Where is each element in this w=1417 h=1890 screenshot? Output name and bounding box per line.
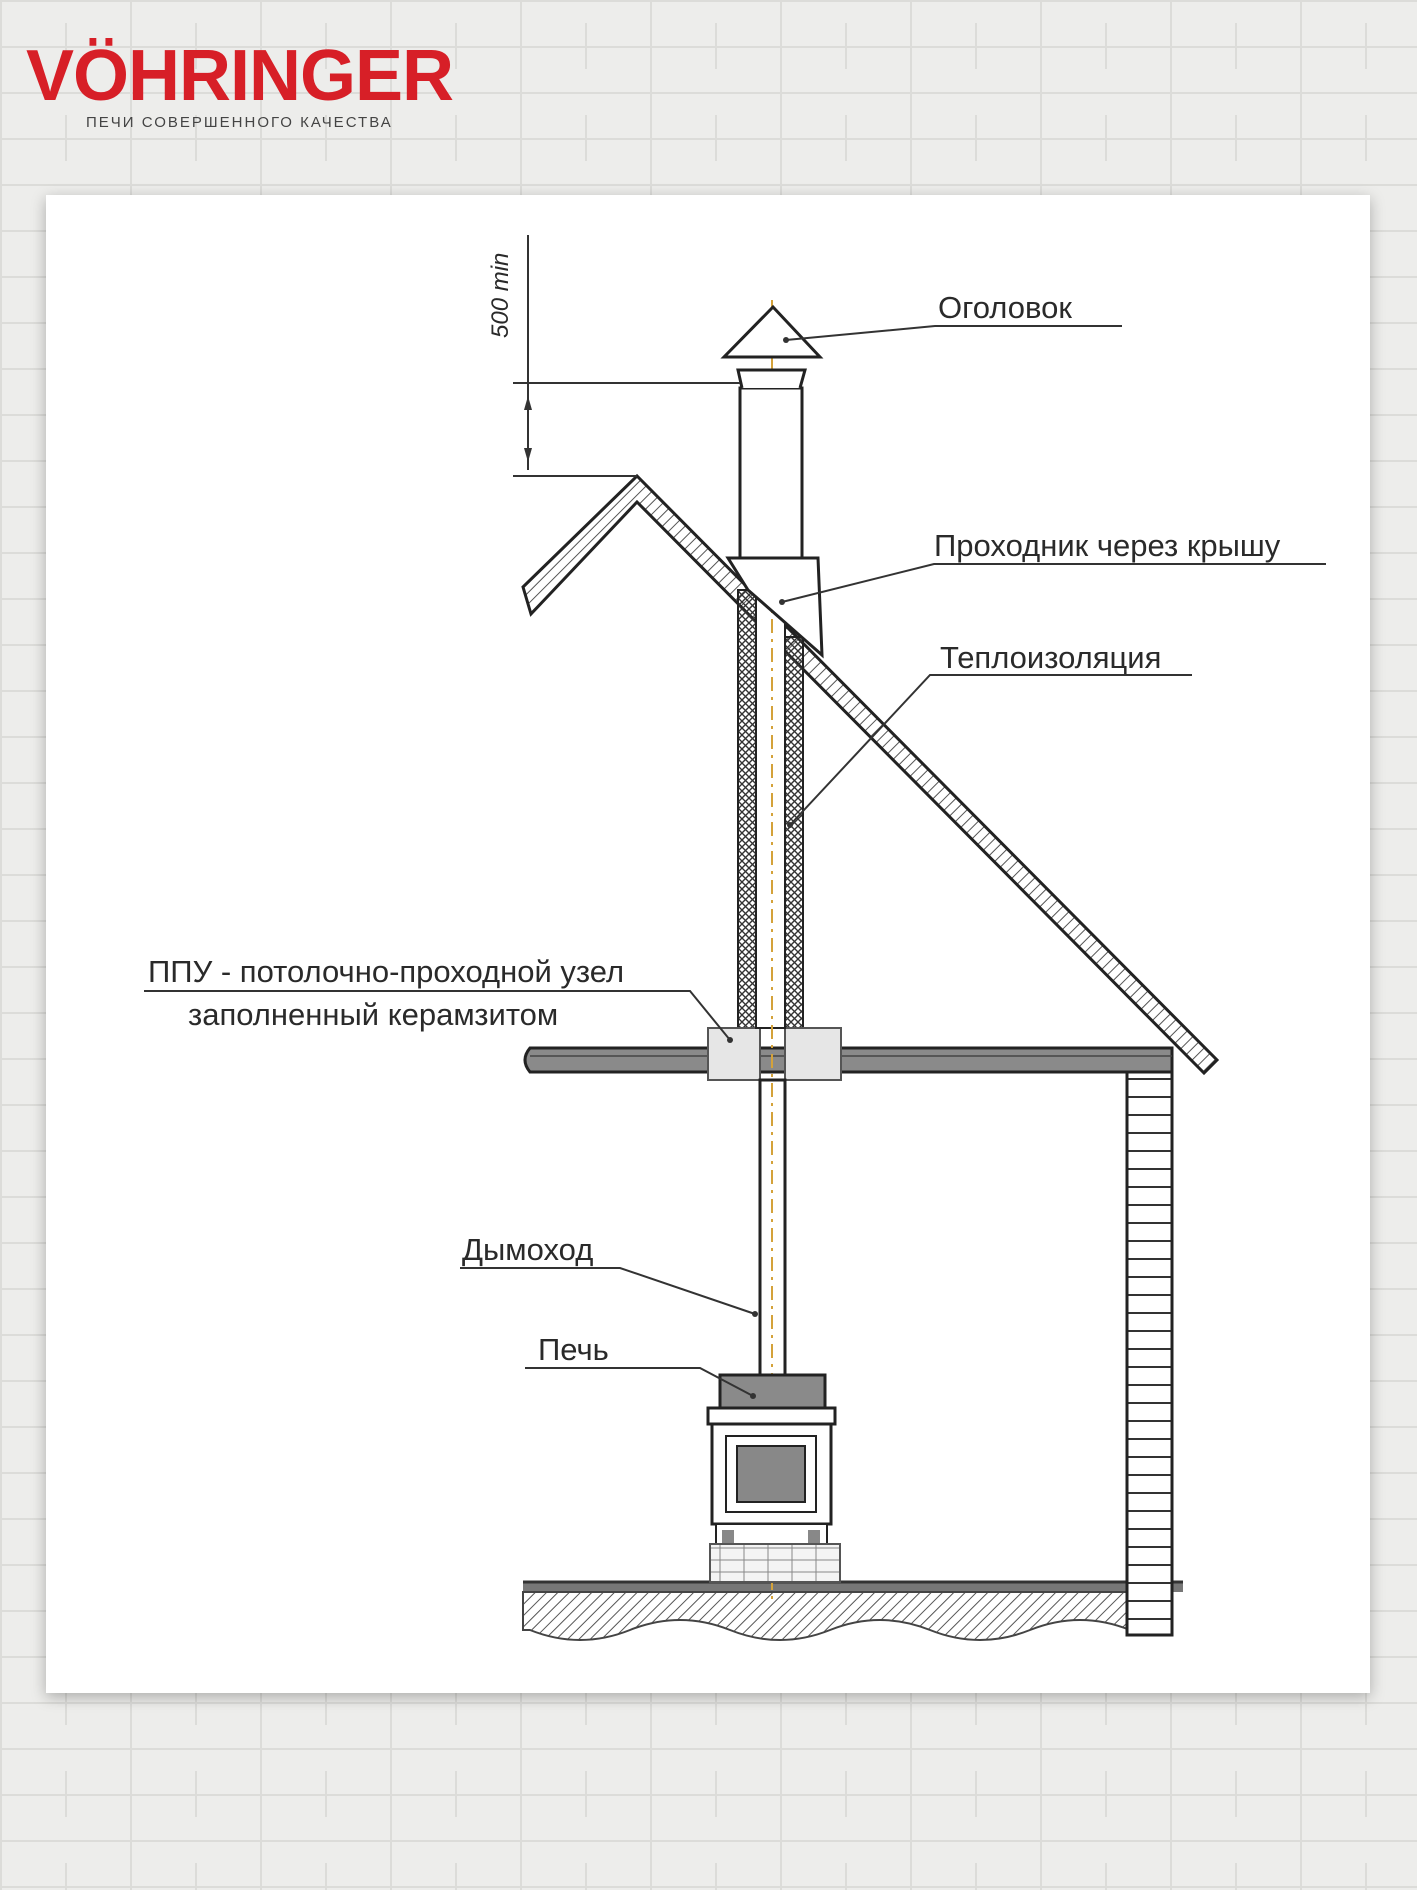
dimension-marker xyxy=(513,235,740,477)
ppu-ceiling-unit xyxy=(707,1027,842,1081)
leader-dots xyxy=(727,337,793,1399)
label-insulation: Теплоизоляция xyxy=(940,640,1161,675)
brand-tagline: ПЕЧИ СОВЕРШЕННОГО КАЧЕСТВА xyxy=(86,114,393,131)
label-chimney: Дымоход xyxy=(462,1232,593,1267)
stove xyxy=(706,1373,841,1583)
ground-floor xyxy=(522,1580,1183,1641)
leader-lines xyxy=(144,325,1326,1397)
dimension-label: 500 min xyxy=(487,253,514,338)
label-cap: Оголовок xyxy=(938,290,1072,325)
label-ppu-line2: заполненный керамзитом xyxy=(188,997,558,1032)
roof xyxy=(521,473,1220,1076)
brand-logo: VÖHRINGER ПЕЧИ СОВЕРШЕННОГО КАЧЕСТВА xyxy=(26,36,454,131)
label-ppu-line1: ППУ - потолочно-проходной узел xyxy=(148,954,624,989)
house-wall xyxy=(1125,1070,1174,1637)
chimney-cap xyxy=(720,304,824,560)
ceiling-slab xyxy=(523,1046,1174,1074)
insulation-layer xyxy=(737,589,804,1029)
label-stove: Печь xyxy=(538,1332,609,1367)
brand-name: VÖHRINGER xyxy=(26,36,454,116)
label-roof-pass: Проходник через крышу xyxy=(934,528,1281,563)
